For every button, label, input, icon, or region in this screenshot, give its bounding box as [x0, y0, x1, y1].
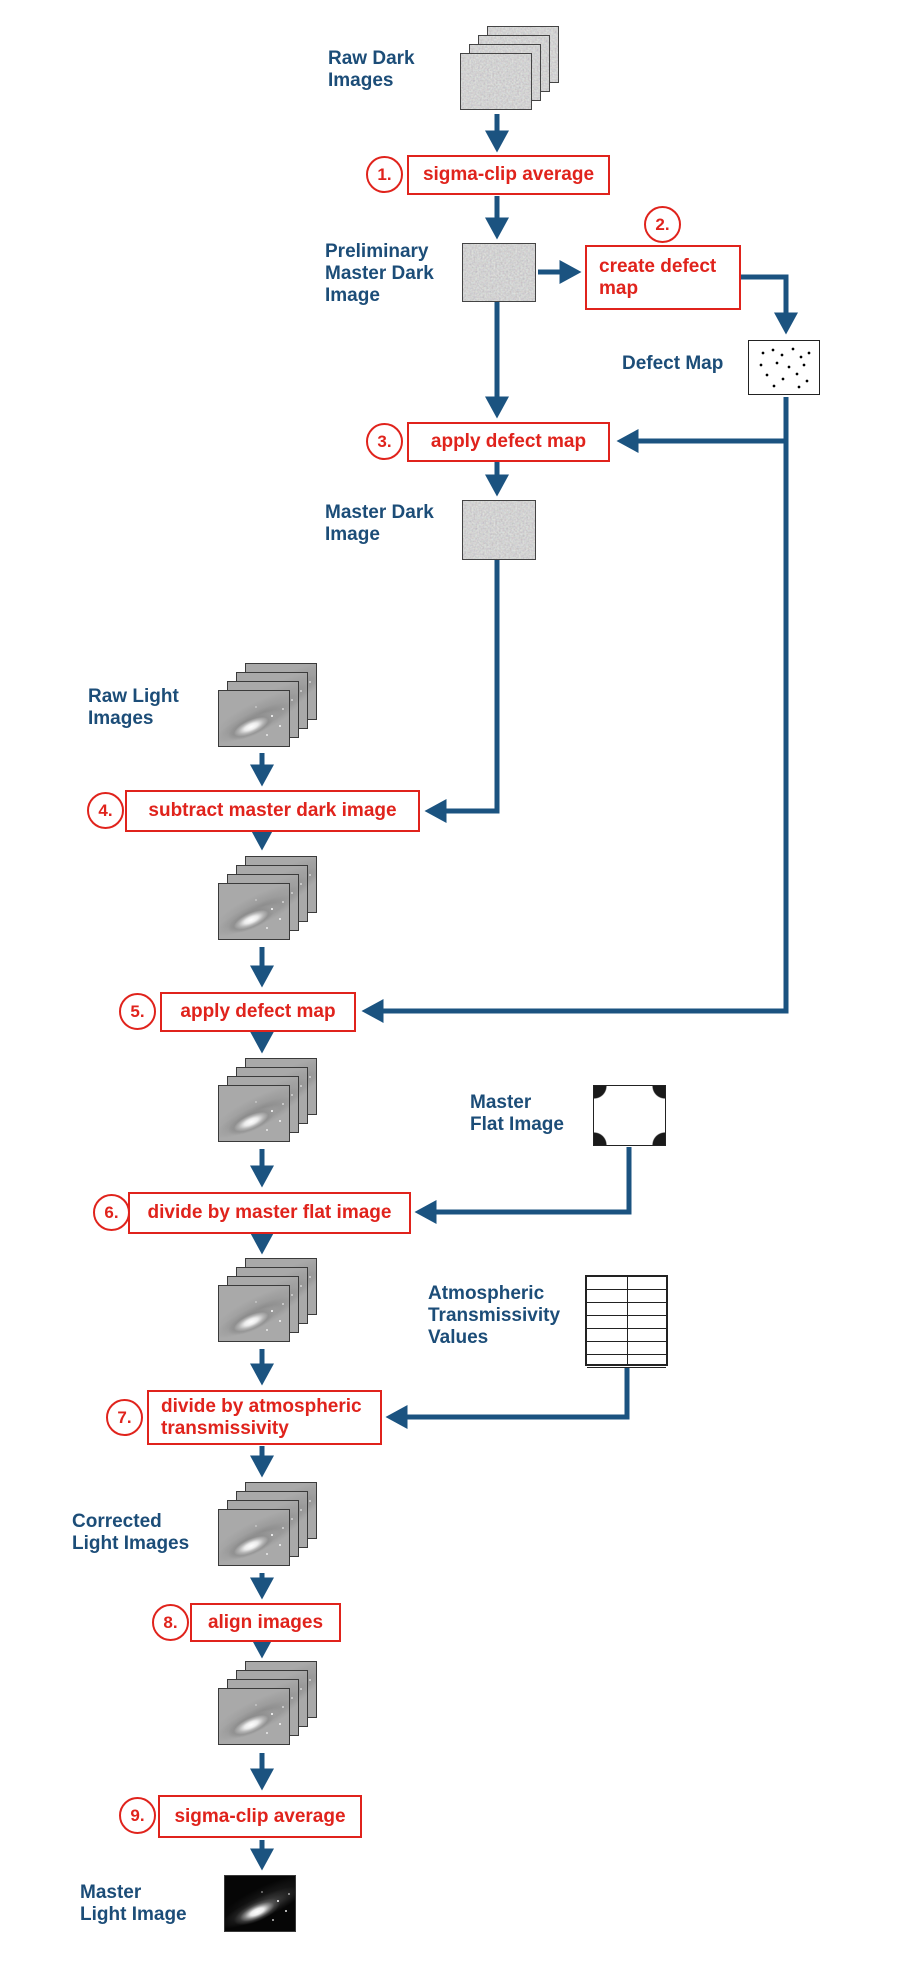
master-flat-image	[593, 1085, 666, 1146]
galaxy-frame-thumbnail	[218, 1285, 290, 1342]
flat-fielded-stack	[218, 1258, 318, 1343]
step-3-box: apply defect map	[407, 422, 610, 462]
step-2-box: create defect map	[585, 245, 741, 310]
step-1-box: sigma-clip average	[407, 155, 610, 195]
step-4-box: subtract master dark image	[125, 790, 420, 832]
step-6-number: 6.	[93, 1194, 130, 1231]
step-8-label: align images	[207, 1611, 324, 1633]
defect-map-label: Defect Map	[622, 353, 724, 374]
corrected-light-images-label: Corrected Light Images	[72, 1511, 190, 1554]
defect-corrected-stack	[218, 1058, 318, 1143]
galaxy-frame-thumbnail	[218, 1085, 290, 1142]
atmospheric-transmissivity-label: Atmospheric Transmissivity Values	[428, 1283, 561, 1348]
preliminary-master-dark-image	[462, 243, 536, 302]
step-8-box: align images	[190, 1603, 341, 1642]
galaxy-frame-thumbnail	[218, 690, 290, 747]
step-5-box: apply defect map	[160, 992, 356, 1032]
step-5-label: apply defect map	[180, 1001, 336, 1022]
master-dark-image	[462, 500, 536, 560]
step-7-number: 7.	[106, 1399, 143, 1436]
dark-frame-thumbnail	[460, 53, 532, 110]
table-column-divider	[626, 1277, 629, 1364]
step-1-number: 1.	[366, 156, 403, 193]
table-row	[587, 1355, 666, 1368]
step-5-number: 5.	[119, 993, 156, 1030]
step-7-label-line2: transmissivity	[161, 1417, 289, 1439]
arrow-defectmap-to-step5	[361, 441, 789, 1024]
aligned-image-stack	[218, 1661, 318, 1746]
step-2-number: 2.	[644, 206, 681, 243]
step-6-box: divide by master flat image	[128, 1192, 411, 1234]
transmissivity-values-table	[585, 1275, 668, 1368]
galaxy-frame-thumbnail	[218, 1509, 290, 1566]
raw-light-images-label: Raw Light Images	[88, 686, 179, 729]
arrow-table-to-step7	[385, 1367, 630, 1430]
step-3-label: apply defect map	[430, 431, 587, 452]
defect-map-image	[748, 340, 820, 395]
step-4-label: subtract master dark image	[148, 800, 397, 821]
step-9-number: 9.	[119, 1797, 156, 1834]
step-6-label: divide by master flat image	[147, 1202, 392, 1223]
galaxy-frame-thumbnail	[218, 883, 290, 940]
step-9-box: sigma-clip average	[158, 1795, 362, 1838]
master-light-label: Master Light Image	[80, 1882, 187, 1925]
step-9-label: sigma-clip average	[174, 1805, 346, 1827]
step-7-box: divide by atmospheric transmissivity	[147, 1390, 382, 1445]
raw-dark-image-stack	[460, 26, 560, 111]
galaxy-frame-thumbnail	[218, 1688, 290, 1745]
arrow-step2-to-defectmap	[740, 274, 799, 335]
master-light-image	[224, 1875, 296, 1932]
master-dark-label: Master Dark Image	[325, 502, 434, 545]
step-1-label: sigma-clip average	[422, 164, 595, 185]
arrow-masterdark-to-step4	[424, 559, 500, 824]
step-3-number: 3.	[366, 423, 403, 460]
step-2-label-line1: create defect	[599, 255, 717, 277]
preliminary-master-dark-label: Preliminary Master Dark Image	[325, 241, 434, 306]
arrow-defectmap-to-step3	[616, 397, 789, 454]
step-7-label-line1: divide by atmospheric	[161, 1395, 362, 1417]
raw-light-image-stack	[218, 663, 318, 748]
corrected-light-image-stack	[218, 1482, 318, 1567]
master-flat-label: Master Flat Image	[470, 1092, 564, 1135]
step-8-number: 8.	[152, 1604, 189, 1641]
raw-dark-images-label: Raw Dark Images	[328, 48, 415, 91]
dark-subtracted-stack	[218, 856, 318, 941]
step-2-label-line2: map	[599, 277, 639, 299]
arrow-flat-to-step6	[414, 1147, 632, 1225]
step-4-number: 4.	[87, 792, 124, 829]
